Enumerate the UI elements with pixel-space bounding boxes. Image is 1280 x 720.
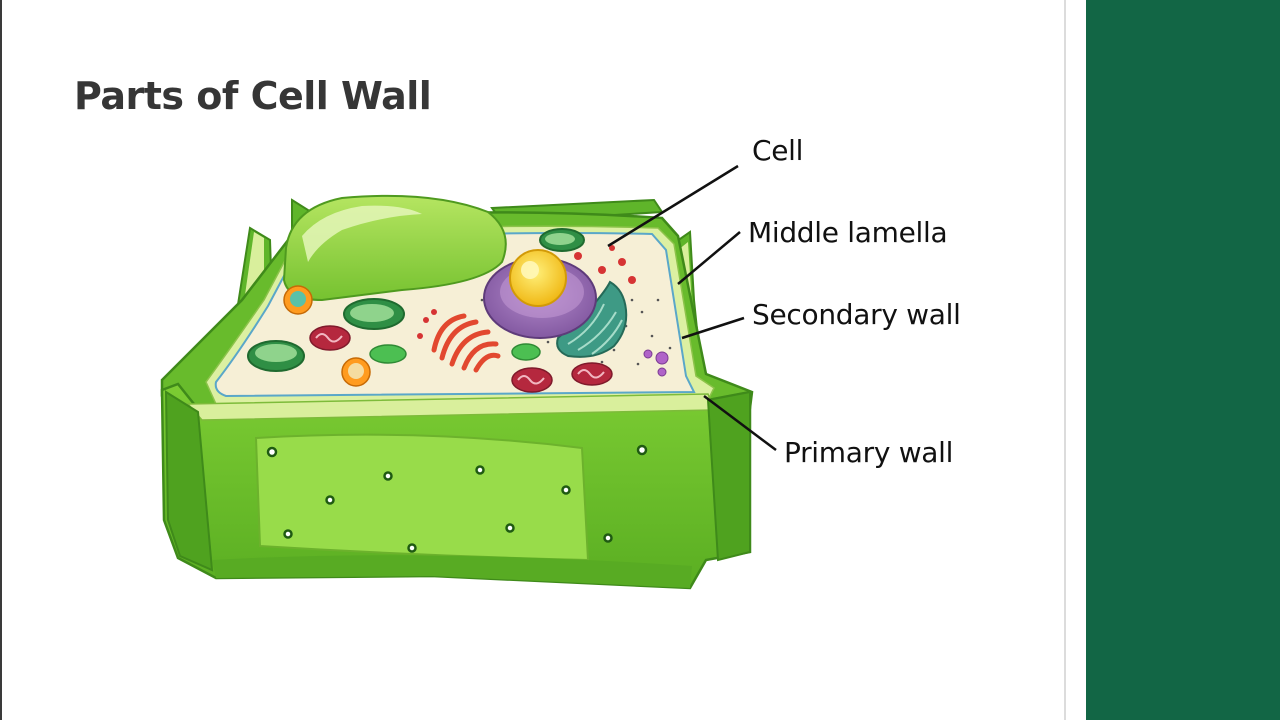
- front-wall: [160, 382, 752, 590]
- nucleolus: [509, 249, 567, 307]
- nucleus: [483, 249, 597, 339]
- vesicle: [283, 285, 313, 315]
- leader-lines: [607, 164, 777, 451]
- mitochondrion: [571, 362, 613, 386]
- label-secondary-wall: Secondary wall: [752, 298, 961, 331]
- plant-cell-diagram: [160, 164, 777, 590]
- mitochondrion: [309, 325, 351, 351]
- mitochondrion: [511, 367, 553, 393]
- slide-title: Parts of Cell Wall: [74, 74, 432, 118]
- slide-divider: [1064, 0, 1066, 720]
- vacuole: [282, 194, 507, 302]
- slide: Parts of Cell Wall: [0, 0, 961, 720]
- label-cell: Cell: [752, 134, 804, 167]
- leader-line-middle-lamella: [677, 231, 741, 285]
- chloroplast: [539, 228, 585, 252]
- chloroplast: [343, 298, 405, 330]
- plasmodesmata: [266, 444, 648, 553]
- leader-line-primary-wall: [703, 395, 777, 451]
- golgi-apparatus: [431, 313, 501, 373]
- label-middle-lamella: Middle lamella: [748, 216, 948, 249]
- lysosomes: [643, 349, 669, 377]
- plastid: [511, 343, 541, 361]
- plastid: [369, 344, 407, 364]
- leader-line-cell: [607, 164, 739, 248]
- label-primary-wall: Primary wall: [784, 436, 954, 469]
- leader-line-secondary-wall: [681, 316, 745, 340]
- vesicle: [341, 357, 371, 387]
- chloroplast: [247, 340, 305, 372]
- side-panel: [1086, 0, 1280, 720]
